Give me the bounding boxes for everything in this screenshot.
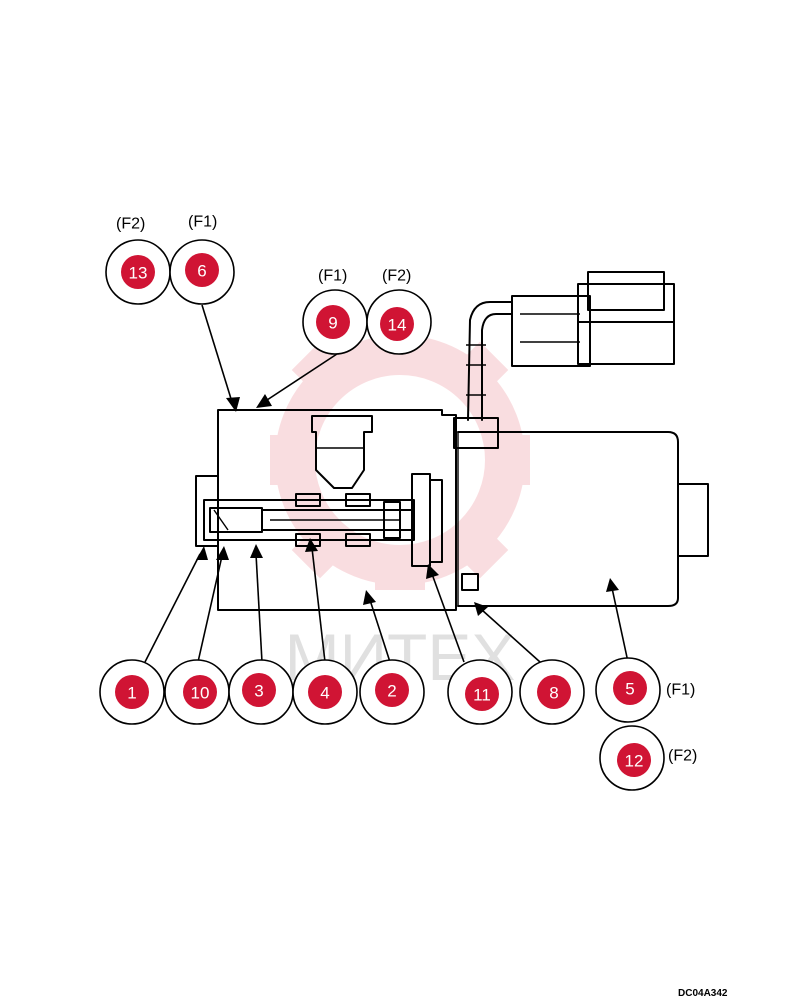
variant-label-f1-top-mid: (F1) bbox=[318, 268, 347, 285]
callout-6[interactable]: 6 bbox=[169, 239, 235, 305]
callout-1[interactable]: 1 bbox=[99, 659, 165, 725]
svg-text:14: 14 bbox=[388, 316, 407, 335]
variant-label-f2-top-left: (F2) bbox=[116, 216, 145, 233]
callout-5[interactable]: 5 bbox=[595, 657, 661, 723]
callout-4[interactable]: 4 bbox=[292, 659, 358, 725]
callout-12[interactable]: 12 bbox=[599, 725, 665, 791]
electrical-connector bbox=[453, 271, 675, 449]
svg-text:6: 6 bbox=[197, 262, 206, 281]
callout-14[interactable]: 14 bbox=[366, 289, 432, 355]
callout-11[interactable]: 11 bbox=[447, 659, 513, 725]
svg-text:1: 1 bbox=[127, 684, 136, 703]
variant-label-f2-top-mid: (F2) bbox=[382, 268, 411, 285]
leader-lines bbox=[144, 304, 629, 663]
variant-label-f2-right: (F2) bbox=[668, 748, 697, 765]
svg-text:11: 11 bbox=[473, 686, 491, 705]
valve-body bbox=[195, 409, 479, 611]
svg-text:2: 2 bbox=[387, 682, 396, 701]
variant-label-f1-top-left: (F1) bbox=[188, 214, 217, 231]
callout-13[interactable]: 13 bbox=[105, 239, 171, 305]
svg-text:8: 8 bbox=[549, 684, 558, 703]
svg-text:3: 3 bbox=[254, 682, 263, 701]
solenoid-coil bbox=[457, 431, 709, 607]
variant-label-f1-right: (F1) bbox=[666, 682, 695, 699]
callout-8[interactable]: 8 bbox=[519, 659, 585, 725]
svg-text:5: 5 bbox=[625, 680, 634, 699]
drawing-code: DC04A342 bbox=[678, 988, 728, 999]
callout-9[interactable]: 9 bbox=[302, 289, 368, 355]
callout-2[interactable]: 2 bbox=[359, 659, 425, 725]
svg-text:10: 10 bbox=[191, 684, 210, 703]
callout-10[interactable]: 10 bbox=[164, 659, 230, 725]
svg-text:9: 9 bbox=[328, 314, 337, 333]
svg-text:12: 12 bbox=[625, 752, 644, 771]
svg-text:4: 4 bbox=[320, 684, 329, 703]
svg-text:13: 13 bbox=[129, 264, 148, 283]
callout-3[interactable]: 3 bbox=[228, 659, 294, 725]
